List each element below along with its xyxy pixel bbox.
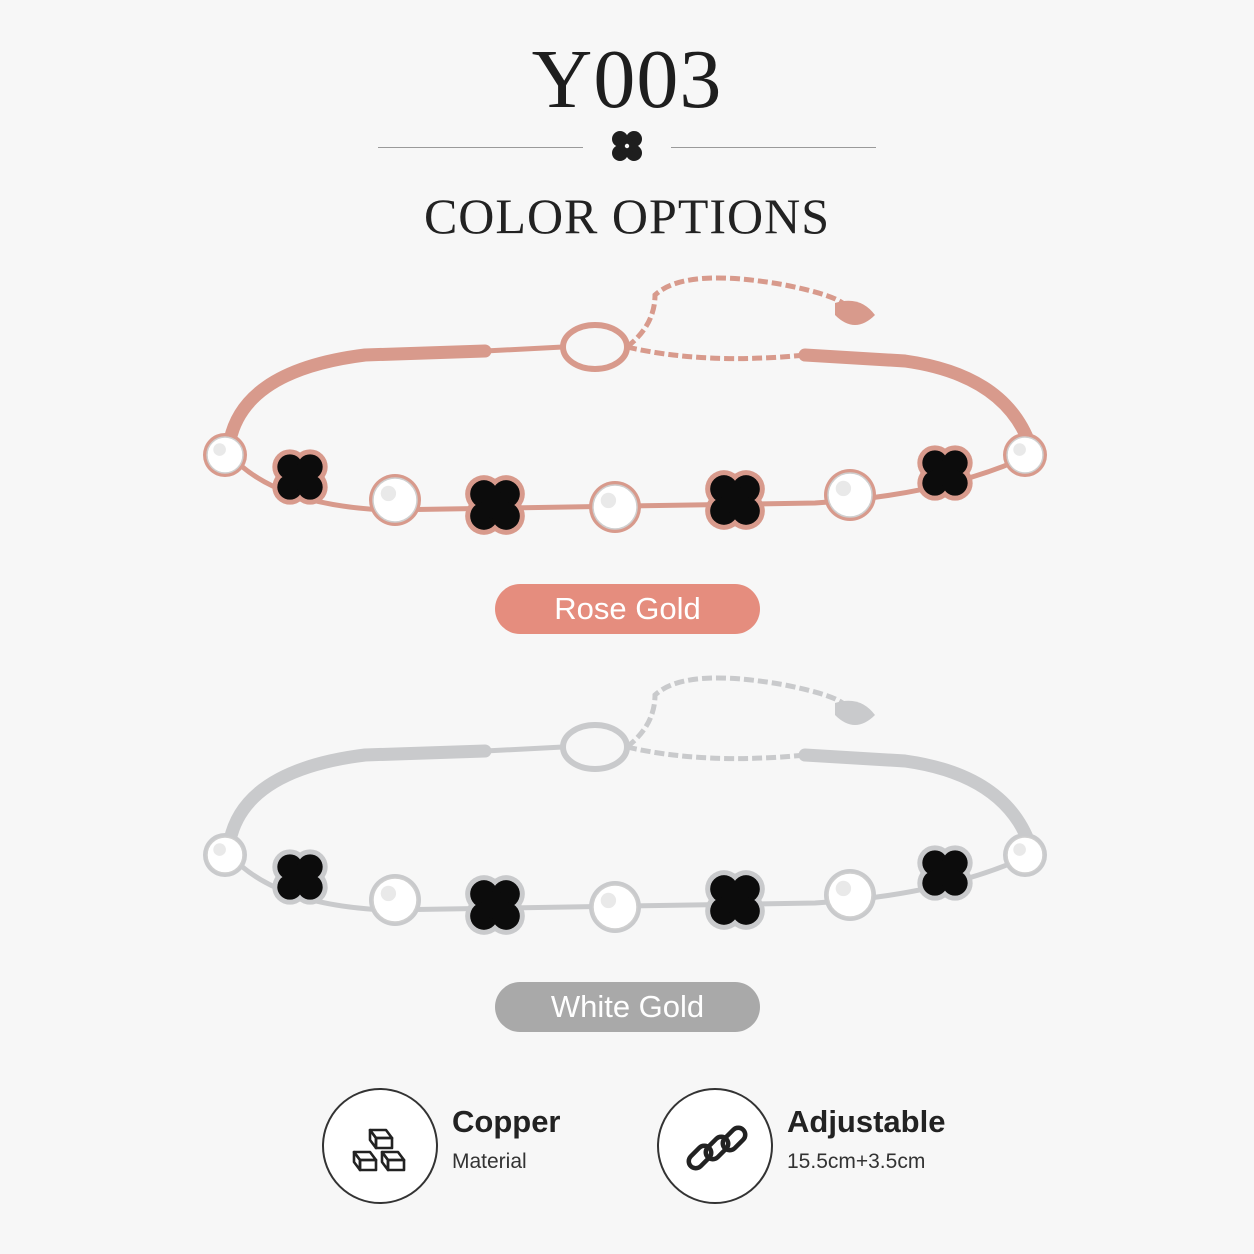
crystal-stone [1006, 436, 1044, 474]
crystal-stone [592, 484, 638, 530]
crystal-stone [372, 877, 418, 923]
divider-line-right [671, 147, 876, 148]
clover-charm [272, 849, 328, 905]
clover-charm [465, 875, 525, 935]
bar-link-right [798, 748, 1037, 852]
bar-link-left [223, 344, 492, 447]
crystal-stone [206, 436, 244, 474]
crystal-stone [1006, 836, 1044, 874]
feature-size-title: Adjustable [787, 1104, 946, 1139]
feature-material: Copper Material [322, 1088, 642, 1208]
clover-charm [465, 475, 525, 535]
crystal-highlight [380, 885, 397, 902]
extender-chain-lower [626, 744, 806, 762]
lower-chain [228, 452, 1032, 513]
tag-charm [835, 300, 875, 325]
crystal-highlight [835, 880, 852, 897]
feature-material-title: Copper [452, 1104, 561, 1139]
clover-charm [705, 470, 765, 530]
title-divider [378, 125, 876, 169]
chain-link-icon [657, 1088, 773, 1204]
crystal-stone [372, 477, 418, 523]
divider-line-left [378, 147, 583, 148]
clover-icon [612, 131, 642, 161]
clover-charm [705, 870, 765, 930]
clover-charm [917, 445, 973, 501]
rose-gold-bracelet-image [203, 275, 1047, 535]
clasp-chain [484, 344, 564, 354]
tag-charm [835, 700, 875, 725]
clover-charm [272, 449, 328, 505]
bar-link-right [798, 348, 1037, 452]
crystal-highlight [600, 492, 617, 509]
feature-material-subtitle: Material [452, 1150, 527, 1173]
crystal-highlight [1013, 443, 1026, 456]
white-gold-bracelet-image [203, 675, 1047, 935]
crystal-highlight [213, 843, 226, 856]
product-code-title: Y003 [531, 33, 723, 126]
crystal-highlight [380, 485, 397, 502]
crystal-stone [827, 872, 873, 918]
extender-chain [625, 275, 847, 349]
crystal-highlight [600, 892, 617, 909]
extender-chain [625, 675, 847, 749]
gold-bars-icon [322, 1088, 438, 1204]
lobster-clasp [560, 722, 630, 772]
lobster-clasp [560, 322, 630, 372]
bar-link-left [223, 744, 492, 847]
clover-charm [917, 845, 973, 901]
crystal-highlight [835, 480, 852, 497]
crystal-highlight [213, 443, 226, 456]
clasp-chain [484, 744, 564, 754]
feature-size-subtitle: 15.5cm+3.5cm [787, 1150, 926, 1173]
lower-chain [228, 852, 1032, 913]
rose-gold-badge[interactable]: Rose Gold [495, 584, 760, 634]
section-subtitle: COLOR OPTIONS [423, 188, 831, 244]
crystal-stone [592, 884, 638, 930]
crystal-highlight [1013, 843, 1026, 856]
crystal-stone [827, 472, 873, 518]
crystal-stone [206, 836, 244, 874]
extender-chain-lower [626, 344, 806, 362]
white-gold-badge[interactable]: White Gold [495, 982, 760, 1032]
feature-size: Adjustable 15.5cm+3.5cm [657, 1088, 997, 1208]
